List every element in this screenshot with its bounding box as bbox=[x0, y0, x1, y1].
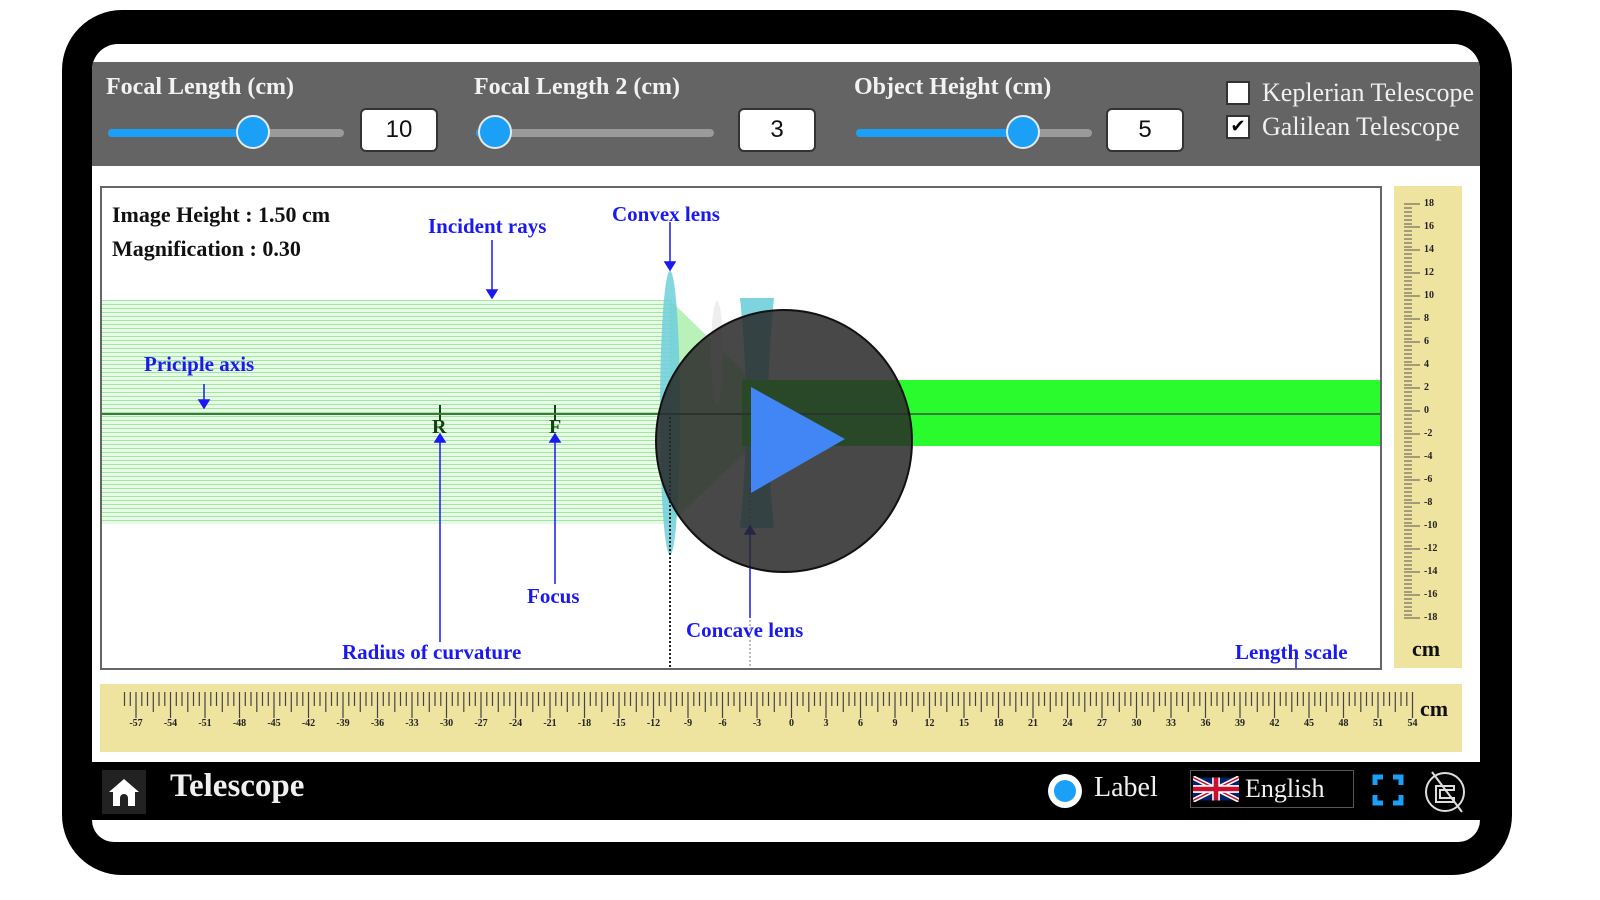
ruler-tick-label: 21 bbox=[1028, 718, 1038, 729]
vertical-ruler[interactable]: 18 16 14 12 10 8 6 4 2 0 -2 -4 -6 -8 -10… bbox=[1394, 186, 1462, 668]
ruler-tick-label: -12 bbox=[646, 718, 661, 729]
ruler-tick-label: -27 bbox=[474, 718, 488, 729]
label-toggle-radio[interactable] bbox=[1048, 774, 1082, 808]
ruler-tick-label: 30 bbox=[1131, 718, 1142, 729]
app-title: Telescope bbox=[170, 768, 305, 804]
ruler-tick-label: -39 bbox=[336, 718, 350, 729]
galilean-checkbox[interactable]: ✔ bbox=[1226, 115, 1250, 139]
slider-thumb[interactable] bbox=[478, 115, 512, 149]
convex-lens-label: Convex lens bbox=[612, 202, 720, 226]
ruler-tick-label: -48 bbox=[232, 718, 247, 729]
play-icon bbox=[751, 387, 845, 493]
focus-point-label: F bbox=[549, 416, 562, 438]
language-selector[interactable]: English bbox=[1190, 770, 1354, 808]
ruler-tick-label: -36 bbox=[370, 718, 385, 729]
ruler-tick-label: 45 bbox=[1304, 718, 1314, 729]
focal-length-2-slider[interactable] bbox=[476, 115, 714, 149]
ruler-tick-label: 36 bbox=[1200, 718, 1211, 729]
galilean-option[interactable]: ✔ Galilean Telescope bbox=[1226, 112, 1460, 142]
control-bar: Focal Length (cm) 10 Focal Length 2 (cm)… bbox=[92, 62, 1480, 166]
play-video-button[interactable] bbox=[655, 309, 913, 573]
focal-length-input[interactable]: 10 bbox=[360, 108, 438, 152]
slider-thumb[interactable] bbox=[1006, 115, 1040, 149]
ruler-tick-label: 0 bbox=[789, 718, 794, 729]
keplerian-checkbox[interactable] bbox=[1226, 81, 1250, 105]
ruler-tick-label: 48 bbox=[1338, 718, 1349, 729]
ruler-tick-label: -9 bbox=[683, 718, 693, 729]
ruler-tick-label: -45 bbox=[267, 718, 281, 729]
simulation-screen: Focal Length (cm) 10 Focal Length 2 (cm)… bbox=[92, 44, 1480, 842]
ruler-tick-label: -57 bbox=[129, 718, 143, 729]
ruler-tick-label: 12 bbox=[924, 718, 935, 729]
ruler-tick-label: -24 bbox=[508, 718, 523, 729]
horizontal-ruler[interactable]: -57-54-51-48-45-42-39-36-33-30-27-24-21-… bbox=[100, 684, 1462, 752]
vertical-ruler-unit: cm bbox=[1412, 636, 1441, 661]
focal-length-2-label: Focal Length 2 (cm) bbox=[474, 74, 680, 100]
ruler-tick-label: -21 bbox=[543, 718, 557, 729]
language-label: English bbox=[1245, 774, 1325, 803]
magnification-readout: Magnification : 0.30 bbox=[112, 236, 301, 261]
focal-length-2-input[interactable]: 3 bbox=[738, 108, 816, 152]
instructions-off-icon[interactable] bbox=[1422, 768, 1468, 814]
ruler-tick-label: 51 bbox=[1373, 718, 1383, 729]
ruler-tick-label: -33 bbox=[405, 718, 419, 729]
fullscreen-icon[interactable] bbox=[1372, 774, 1404, 806]
ruler-tick-label: 39 bbox=[1235, 718, 1245, 729]
keplerian-option[interactable]: Keplerian Telescope bbox=[1226, 78, 1474, 108]
radius-point-label: R bbox=[432, 416, 447, 438]
uk-flag-icon bbox=[1193, 776, 1239, 802]
label-toggle-text[interactable]: Label bbox=[1094, 772, 1158, 803]
ruler-tick-label: -30 bbox=[439, 718, 454, 729]
ruler-tick-label: 15 bbox=[959, 718, 969, 729]
home-icon bbox=[109, 779, 139, 806]
incident-rays bbox=[102, 300, 672, 524]
concave-lens-label: Concave lens bbox=[686, 618, 804, 642]
ruler-tick-label: -42 bbox=[301, 718, 316, 729]
slider-thumb[interactable] bbox=[236, 115, 270, 149]
focus-label: Focus bbox=[527, 584, 580, 608]
ruler-tick-label: 9 bbox=[892, 718, 898, 729]
principle-axis-label: Priciple axis bbox=[144, 352, 255, 376]
ruler-tick-label: 33 bbox=[1166, 718, 1176, 729]
ruler-tick-label: 27 bbox=[1097, 718, 1107, 729]
focal-length-label: Focal Length (cm) bbox=[106, 74, 294, 100]
home-button[interactable] bbox=[102, 770, 146, 814]
keplerian-label: Keplerian Telescope bbox=[1262, 78, 1475, 107]
ruler-tick-label: -3 bbox=[752, 718, 762, 729]
ruler-tick-label: 6 bbox=[858, 718, 863, 729]
galilean-label: Galilean Telescope bbox=[1262, 112, 1460, 141]
bottom-bar: Telescope Label English bbox=[92, 762, 1480, 820]
ruler-tick-label: -51 bbox=[198, 718, 212, 729]
image-height-readout: Image Height : 1.50 cm bbox=[112, 202, 331, 227]
object-height-slider[interactable] bbox=[856, 115, 1092, 149]
incident-rays-label: Incident rays bbox=[428, 214, 547, 238]
object-height-input[interactable]: 5 bbox=[1106, 108, 1184, 152]
ruler-tick-label: -18 bbox=[577, 718, 592, 729]
ruler-tick-label: 54 bbox=[1407, 718, 1418, 729]
focal-length-slider[interactable] bbox=[108, 115, 344, 149]
ruler-tick-label: -15 bbox=[612, 718, 626, 729]
ruler-tick-label: 24 bbox=[1062, 718, 1073, 729]
horizontal-ruler-unit: cm bbox=[1420, 696, 1449, 721]
ruler-tick-label: 18 bbox=[993, 718, 1004, 729]
ruler-tick-label: -54 bbox=[163, 718, 178, 729]
radius-of-curvature-label: Radius of curvature bbox=[342, 640, 522, 664]
ruler-tick-label: -6 bbox=[718, 718, 727, 729]
length-scale-label: Length scale bbox=[1235, 640, 1348, 664]
ruler-tick-label: 3 bbox=[823, 718, 829, 729]
object-height-label: Object Height (cm) bbox=[854, 74, 1052, 100]
ruler-tick-label: 42 bbox=[1269, 718, 1280, 729]
